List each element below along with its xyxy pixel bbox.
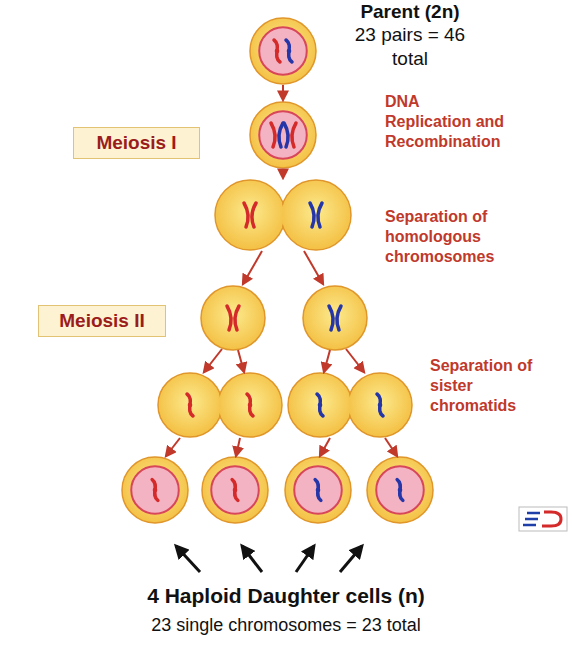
dividing-cell [348, 373, 412, 437]
chromatid [377, 394, 383, 416]
cell [250, 18, 316, 84]
flow-arrow [324, 350, 330, 372]
parent-heading: Parent (2n) [335, 0, 485, 24]
pointer-arrow [242, 546, 262, 572]
dividing-cell [218, 373, 282, 437]
flow-arrow [282, 85, 284, 100]
flow-arrow [236, 438, 240, 456]
dividing-cell-fill [159, 374, 221, 436]
flow-arrow [320, 438, 330, 456]
nucleus [259, 111, 307, 159]
chromatid [397, 480, 403, 501]
dividing-cell [288, 373, 352, 437]
nucleus [259, 27, 307, 75]
centromere [318, 403, 323, 408]
chromatid [329, 306, 333, 330]
chromatid [227, 306, 231, 330]
pointer-arrow [340, 546, 362, 572]
cell [202, 457, 268, 523]
step-label: DNA Replication and Recombination [385, 92, 507, 152]
step-label: Separation of sister chromatids [430, 356, 555, 416]
centromere [248, 403, 253, 408]
cell [250, 102, 316, 168]
pointer-arrow [296, 546, 314, 572]
nucleus [131, 466, 179, 514]
step-label: Separation of homologous chromosomes [385, 207, 535, 267]
chromatid [318, 203, 322, 227]
stage-label: Meiosis I [96, 132, 176, 155]
flow-arrow [346, 349, 364, 372]
chromatid [244, 203, 248, 227]
chromosome-count: 23 single chromosomes = 23 total [0, 614, 572, 637]
dividing-cell [281, 180, 351, 250]
chromatid [317, 394, 323, 416]
centromere [188, 403, 193, 408]
centromere [275, 49, 280, 54]
dividing-cell-fill [219, 374, 281, 436]
chromosome-count: 23 pairs = 46 total [335, 23, 485, 71]
dividing-cell [158, 373, 222, 437]
chromatid [279, 123, 283, 147]
chromatid [232, 480, 238, 501]
stage-box: Meiosis II [38, 305, 166, 337]
chromatid [337, 306, 341, 330]
cell [201, 286, 265, 350]
dividing-cell-fill [216, 181, 284, 249]
chromatid [286, 40, 292, 62]
chromatid [284, 123, 288, 147]
stage-box: Meiosis I [73, 127, 200, 159]
chromatid [274, 40, 280, 62]
chromatid [292, 123, 296, 147]
cell [367, 457, 433, 523]
chromatid [315, 480, 321, 501]
chromatid [271, 123, 275, 147]
dividing-cell-fill [282, 181, 350, 249]
flow-arrow [204, 349, 222, 372]
nucleus [211, 466, 259, 514]
chromatid [152, 480, 158, 501]
centromere [287, 49, 292, 54]
centromere [378, 403, 383, 408]
chromatid [187, 394, 193, 416]
flow-arrow [238, 350, 244, 372]
stage-label: Meiosis II [59, 310, 145, 333]
nucleus [376, 466, 424, 514]
dividing-cell-fill [349, 374, 411, 436]
centromere [398, 488, 403, 493]
chromatid [310, 203, 314, 227]
pointer-arrow [176, 546, 200, 572]
flow-arrow [282, 169, 284, 178]
chromatid [235, 306, 239, 330]
chromatid [247, 394, 253, 416]
flow-arrow [243, 251, 262, 284]
centromere [233, 488, 238, 493]
logo-mark [519, 507, 567, 531]
result-heading: 4 Haploid Daughter cells (n) [0, 583, 572, 609]
cell [303, 286, 367, 350]
dividing-cell-fill [289, 374, 351, 436]
centromere [316, 488, 321, 493]
flow-arrow [385, 438, 397, 456]
dividing-cell [215, 180, 285, 250]
nucleus [294, 466, 342, 514]
centromere [153, 488, 158, 493]
chromatid [252, 203, 256, 227]
flow-arrow [166, 438, 180, 456]
arrows [166, 85, 397, 572]
flow-arrow [304, 251, 323, 284]
cell [122, 457, 188, 523]
cell [285, 457, 351, 523]
